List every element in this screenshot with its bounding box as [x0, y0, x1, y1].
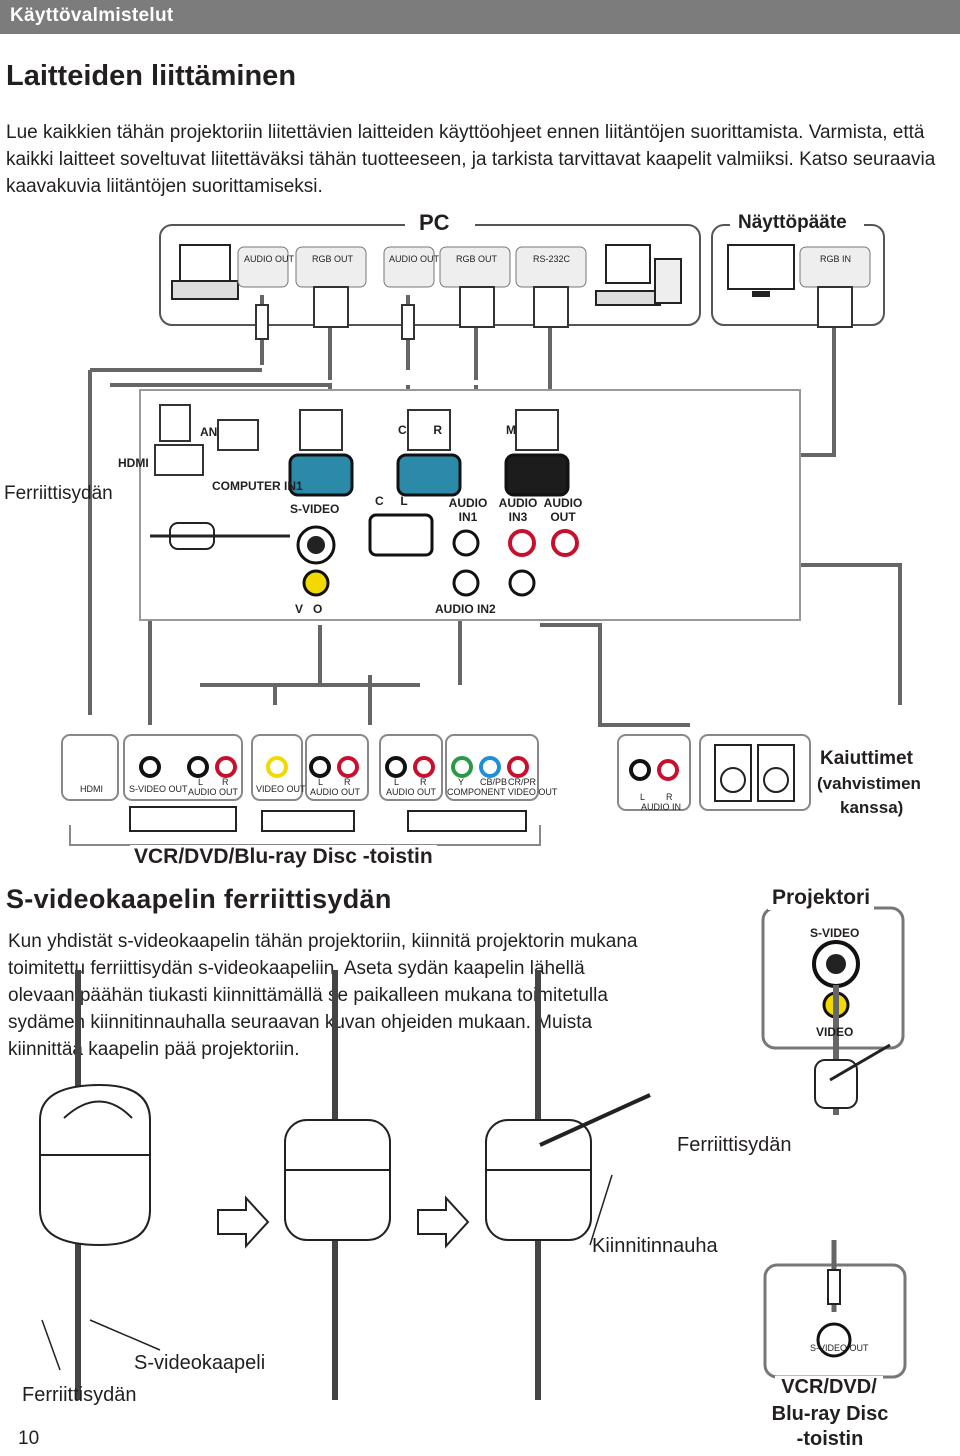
pc-port-label: RGB OUT — [312, 254, 354, 264]
section-title: S-videokaapelin ferriittisydän — [6, 884, 392, 914]
vcr-port-label: R — [344, 777, 351, 787]
monitor-port-label: RGB IN — [820, 254, 852, 264]
speaker-port-label: R — [666, 792, 673, 802]
vcr-port-label: CB/PB — [480, 777, 508, 787]
speakers-icon — [714, 744, 795, 802]
hdmi-label: HDMI — [118, 456, 149, 470]
computer-in1-port — [288, 453, 354, 497]
page-title: Laitteiden liittäminen — [6, 60, 297, 92]
laptop-icon — [171, 244, 239, 300]
hdmi-port — [154, 444, 204, 476]
vcr-label: VCR/DVD/ — [775, 1376, 883, 1399]
vcr-port-label: S-VIDEO OUT — [129, 784, 188, 794]
control-label: C L — [375, 494, 408, 508]
vcr-port-label: L — [198, 777, 204, 787]
audio-in2-label: AUDIO IN2 — [435, 602, 496, 616]
pc-port-label: AUDIO OUT — [389, 254, 440, 264]
pc-port-label: RS-232C — [533, 254, 571, 264]
vcr-port-label: CR/PR — [508, 777, 537, 787]
ferrite-step-2 — [284, 970, 391, 1400]
speaker-port-label: AUDIO IN — [641, 802, 682, 812]
band-label: Kiinnitinnauha — [592, 1235, 718, 1257]
svideo-label: S-VIDEO — [810, 926, 860, 940]
section-body: Kun yhdistät s-videokaapelin tähän proje… — [8, 931, 638, 1060]
ferrite-label: Ferriittisydän — [4, 483, 113, 504]
vcr-port-label: L — [394, 777, 400, 787]
control-port — [368, 513, 434, 557]
speakers-label: Kaiuttimet — [820, 748, 913, 769]
section-header: Käyttövalmistelut — [10, 5, 174, 26]
pc-port-box — [439, 246, 511, 288]
ferrite-core-icon — [150, 522, 290, 550]
arrow-right-icon — [217, 1195, 270, 1249]
monitor-icon — [727, 244, 795, 297]
vcr-port-label: Y — [458, 777, 465, 787]
svideo-out-label: S-VIDEO OUT — [810, 1343, 869, 1353]
ferrite-figure — [39, 906, 907, 1400]
video-port — [302, 569, 330, 597]
vcr-port-label: R — [222, 777, 229, 787]
svideo-label: S-VIDEO — [290, 502, 340, 516]
computer-in2-port — [396, 453, 462, 497]
vcr-devices-icon — [129, 806, 527, 832]
vcr-port-label: L — [318, 777, 324, 787]
pc-port-box — [383, 246, 435, 288]
desktop-pc-icon — [595, 244, 682, 306]
monitor-out-label: M — [506, 423, 516, 437]
lan-label: AN — [200, 425, 218, 439]
ferrite-label: Ferriittisydän — [22, 1384, 137, 1406]
audio-in3-label: AUDIO IN3 — [498, 496, 538, 524]
pc-port-box — [295, 246, 367, 288]
ferrite-step-1 — [39, 970, 151, 1400]
arrow-right-icon — [417, 1195, 470, 1249]
projector-label: Projektori — [768, 886, 875, 910]
computer-in1-label: COMPUTER IN1 — [212, 479, 303, 493]
header-bar — [0, 0, 960, 34]
vcr-port-label: R — [420, 777, 427, 787]
speakers-label: (vahvistimen — [817, 774, 921, 793]
vcr-port-label: AUDIO OUT — [310, 787, 361, 797]
vcr-label: -toistin — [796, 1428, 864, 1450]
cable-label: S-videokaapeli — [134, 1352, 266, 1374]
vcr-label: VCR/DVD/Blu-ray Disc -toistin — [130, 845, 437, 869]
pc-port-box — [237, 246, 289, 288]
pc-label: PC — [419, 210, 450, 235]
audio-in1-label: AUDIO IN1 — [448, 496, 488, 524]
vcr-port-label: AUDIO OUT — [386, 787, 437, 797]
ferrite-step-3 — [485, 970, 651, 1400]
audio-out-label: AUDIO OUT — [543, 496, 583, 524]
speaker-port-label: L — [640, 792, 646, 802]
monitor-port-box — [799, 246, 871, 288]
video-label: V O — [295, 602, 323, 616]
vcr-port-label: COMPONENT VIDEO OUT — [447, 787, 558, 797]
video-label: VIDEO — [816, 1025, 854, 1039]
vcr-port-label: VIDEO OUT — [256, 784, 306, 794]
pc-port-label: AUDIO OUT — [244, 254, 295, 264]
lan-port — [217, 419, 259, 451]
vcr-port-label: AUDIO OUT — [188, 787, 239, 797]
pc-port-box — [515, 246, 587, 288]
intro-text: Lue kaikkien tähän projektoriin liitettä… — [6, 122, 936, 197]
ferrite-label: Ferriittisydän — [677, 1134, 792, 1156]
connection-diagram — [61, 213, 902, 846]
vcr-port-label: HDMI — [80, 784, 103, 794]
computer-in2-label: C R — [398, 423, 443, 437]
monitor-label: Näyttöpääte — [738, 212, 847, 233]
page-number: 10 — [18, 1428, 40, 1449]
speakers-label: kanssa) — [840, 798, 904, 817]
monitor-out-port — [504, 453, 570, 497]
vcr-label: Blu-ray Disc — [771, 1403, 889, 1425]
pc-port-label: RGB OUT — [456, 254, 498, 264]
